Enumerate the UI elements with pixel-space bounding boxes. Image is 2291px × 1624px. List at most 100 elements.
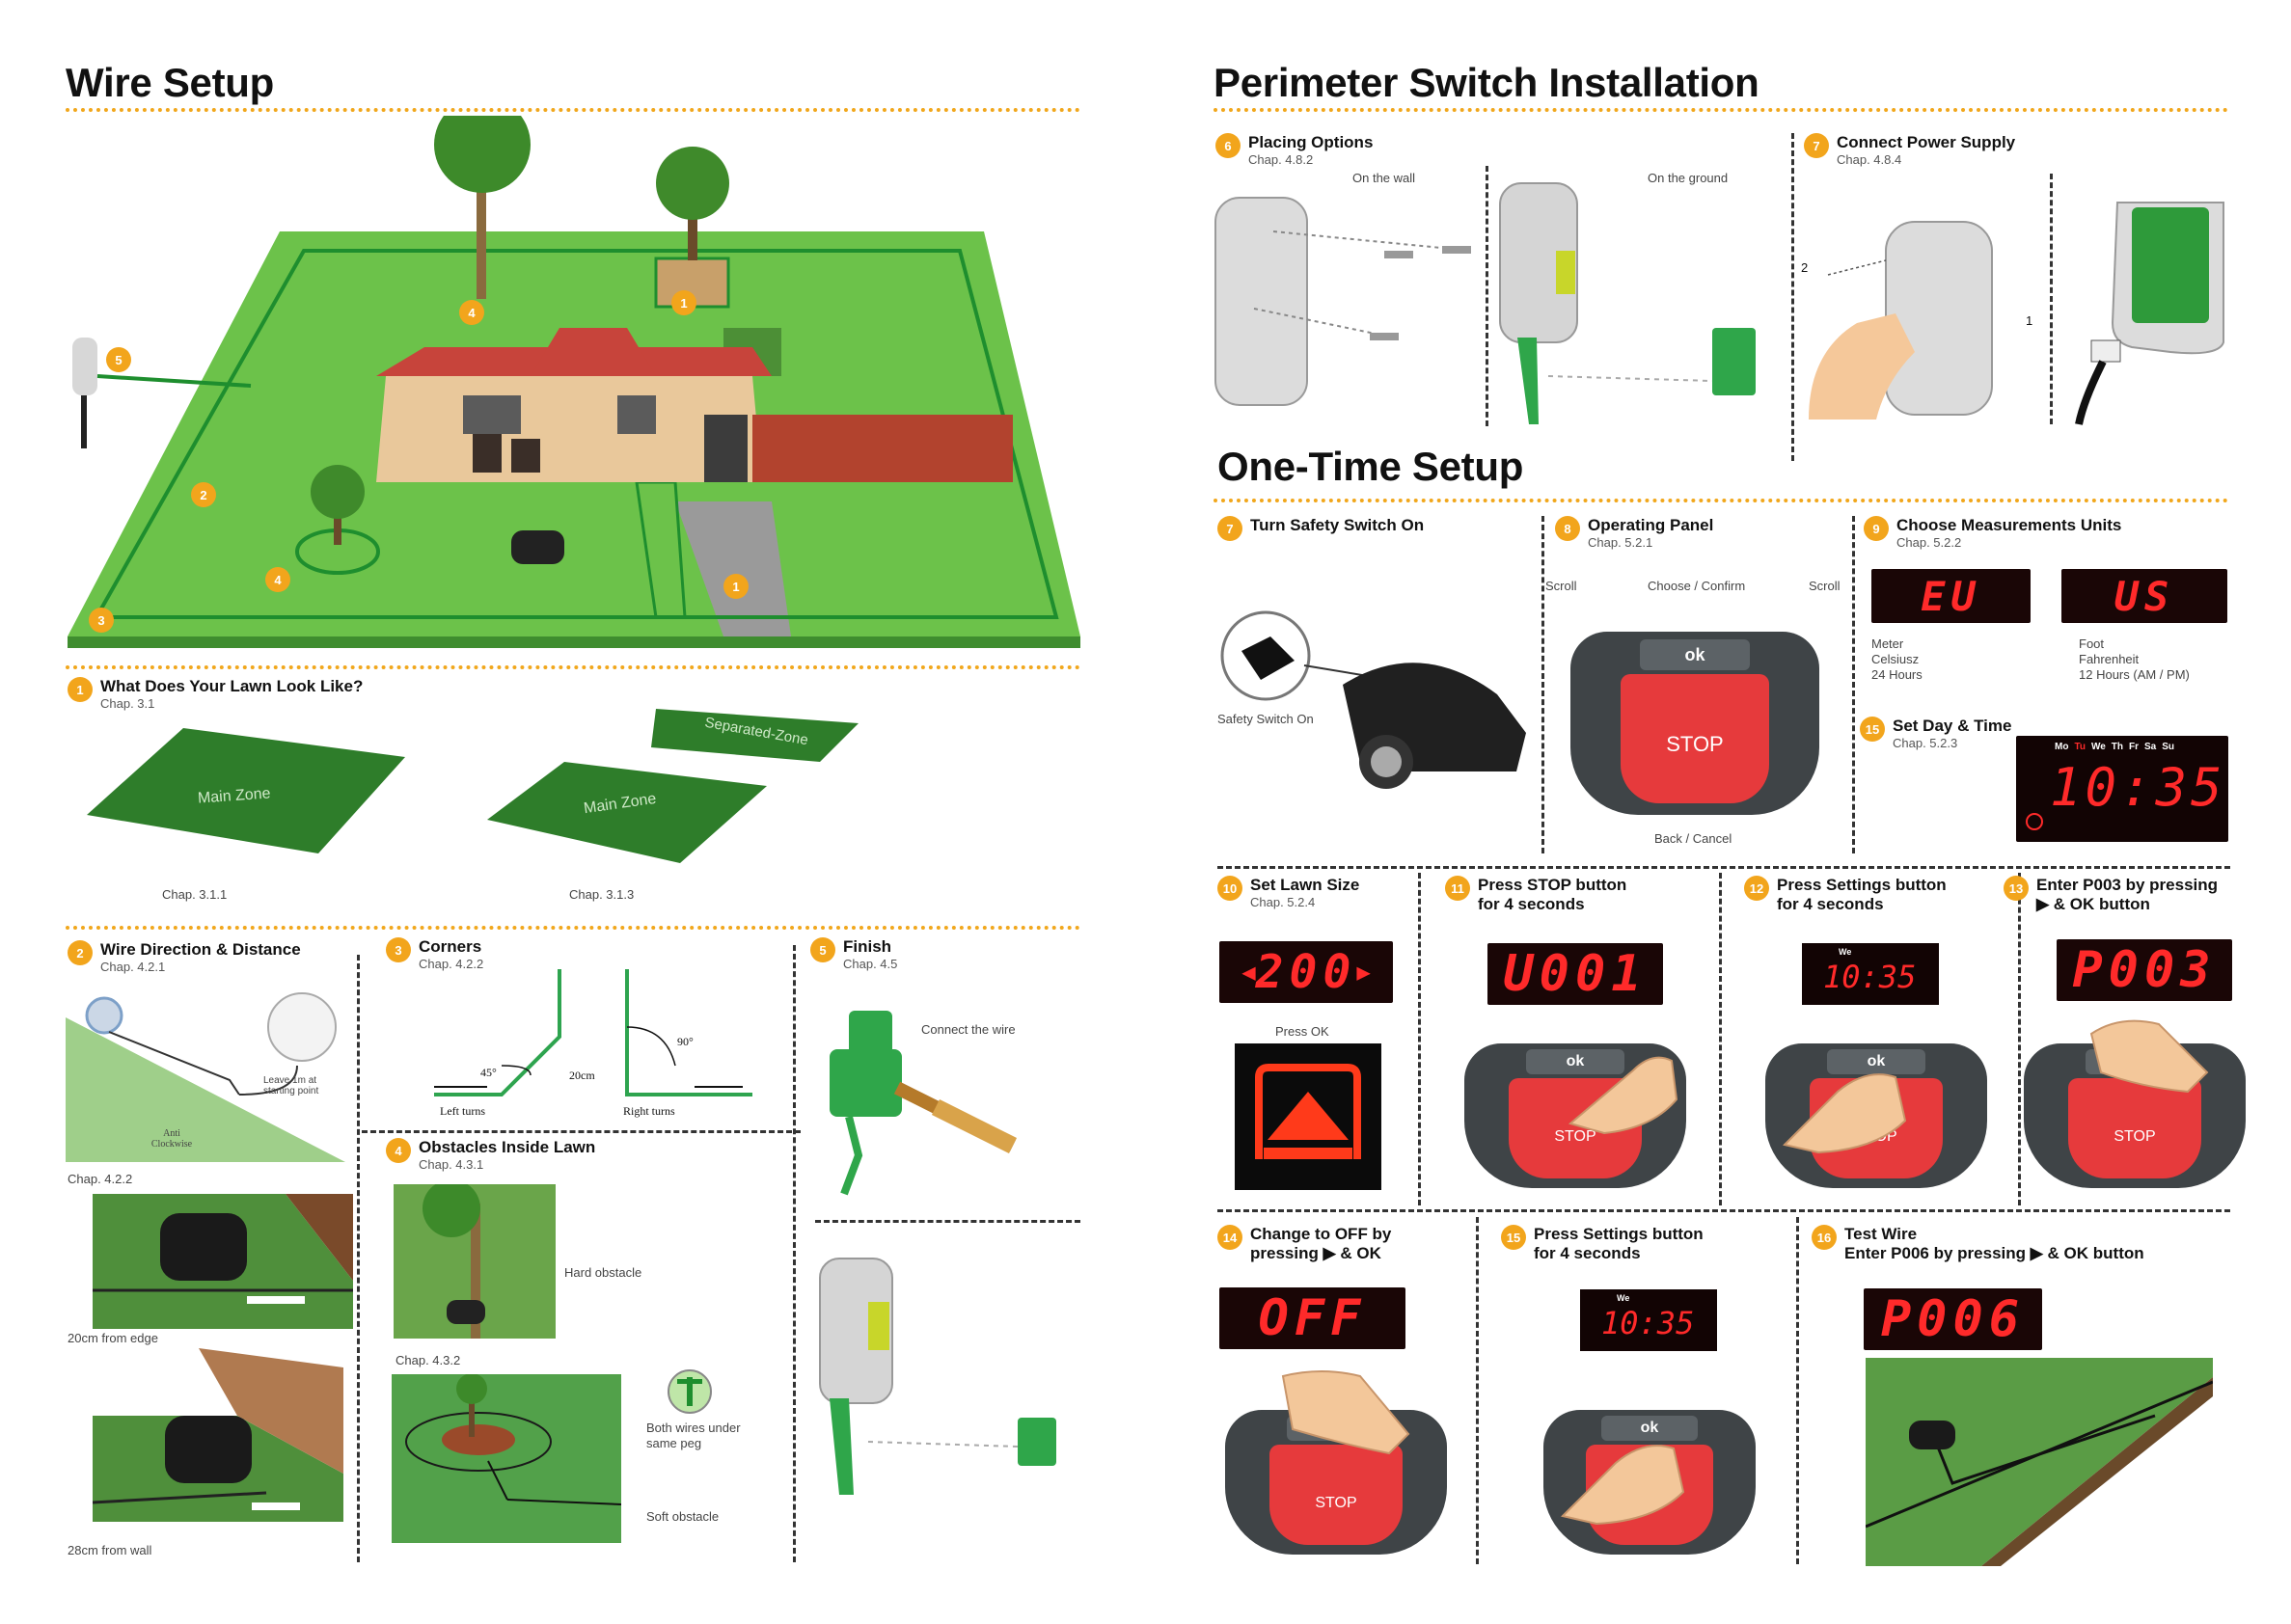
caption: Soft obstacle bbox=[646, 1509, 720, 1524]
divider bbox=[815, 1220, 1080, 1223]
step-number: 4 bbox=[386, 1138, 411, 1163]
step-3-header: 3 Corners Chap. 4.2.2 bbox=[386, 937, 483, 972]
step-10-header: 10 Set Lawn Size Chap. 5.2.4 bbox=[1217, 876, 1359, 910]
stop-button[interactable]: STOP bbox=[1621, 674, 1769, 803]
step-title: Set Day & Time bbox=[1893, 717, 2012, 735]
step-number: 9 bbox=[1864, 516, 1889, 541]
step-number: 7 bbox=[1804, 133, 1829, 158]
divider bbox=[2018, 873, 2021, 1205]
divider bbox=[1852, 516, 1855, 853]
caption: Scroll bbox=[1809, 579, 1841, 593]
divider bbox=[66, 926, 1080, 930]
right-arrow-icon: ▶ bbox=[1356, 959, 1371, 986]
wire-setup-title: Wire Setup bbox=[66, 60, 274, 105]
caption: Right turns bbox=[623, 1104, 675, 1118]
step-number: 7 bbox=[1217, 516, 1242, 541]
step-number: 14 bbox=[1217, 1225, 1242, 1250]
step-15-settings-header: 15 Press Settings button for 4 seconds bbox=[1501, 1225, 1704, 1263]
left-arrow-icon: ◀ bbox=[1241, 959, 1256, 986]
finger-press-icon bbox=[1783, 1073, 1907, 1154]
divider bbox=[1719, 873, 1722, 1205]
step-number: 6 bbox=[1215, 133, 1241, 158]
map-marker: 5 bbox=[106, 347, 131, 372]
test-wire-illustration bbox=[1866, 1358, 2213, 1566]
operating-panel: ok STOP bbox=[1225, 1370, 1447, 1555]
caption: Anti Clockwise bbox=[150, 1128, 193, 1150]
caption: Safety Switch On bbox=[1217, 712, 1314, 726]
step-title: Change to OFF by bbox=[1250, 1225, 1392, 1243]
day-label: We bbox=[1617, 1293, 1630, 1303]
stop-label: STOP bbox=[2114, 1128, 2156, 1145]
day-time-display: Mo Tu We Th Fr Sa Su 10:35 bbox=[2016, 736, 2228, 842]
display-off: OFF bbox=[1219, 1287, 1405, 1349]
step-title: Test Wire bbox=[1844, 1225, 1918, 1243]
step-14-header: 14 Change to OFF by pressing ▶ & OK bbox=[1217, 1225, 1391, 1263]
step-title-line2: pressing ▶ & OK bbox=[1250, 1244, 1381, 1262]
caption: 28cm from wall bbox=[68, 1543, 152, 1557]
step-9-header: 9 Choose Measurements Units Chap. 5.2.2 bbox=[1864, 516, 2121, 551]
step-title: Enter P003 by pressing bbox=[2036, 876, 2219, 894]
time-value: 10:35 bbox=[2050, 757, 2226, 818]
step-number: 3 bbox=[386, 937, 411, 962]
chapter-ref: Chap. 4.3.1 bbox=[419, 1157, 484, 1172]
caption: Chap. 4.2.2 bbox=[68, 1172, 133, 1186]
step-title: Choose Measurements Units bbox=[1896, 516, 2122, 534]
edge-distance-illustration bbox=[93, 1194, 353, 1329]
power-supply-illustration: 2 1 bbox=[1799, 217, 2035, 424]
caption: Scroll bbox=[1545, 579, 1577, 593]
ok-button[interactable]: ok bbox=[1827, 1049, 1925, 1074]
lawn-map-illustration: 4 1 5 2 4 1 3 bbox=[58, 116, 1090, 656]
divider bbox=[357, 955, 360, 1562]
step-16-header: 16 Test Wire Enter P006 by pressing ▶ & … bbox=[1812, 1225, 2144, 1263]
ok-button[interactable]: ok bbox=[1526, 1049, 1624, 1074]
main-zone-illustration: Main Zone bbox=[77, 718, 424, 863]
step-title: Connect Power Supply bbox=[1837, 133, 2016, 151]
ok-button[interactable]: ok bbox=[1601, 1416, 1698, 1441]
divider bbox=[1217, 1209, 2230, 1212]
display-us: US bbox=[2061, 569, 2227, 623]
step-title: Press Settings button bbox=[1777, 876, 1947, 894]
operating-panel: ok STOP bbox=[1464, 1043, 1686, 1188]
step-2-header: 2 Wire Direction & Distance Chap. 4.2.1 bbox=[68, 940, 301, 975]
step-title-line2: for 4 seconds bbox=[1777, 895, 1884, 913]
step-title: Placing Options bbox=[1248, 133, 1374, 151]
caption: Chap. 3.1.1 bbox=[162, 887, 228, 902]
ok-button[interactable]: ok bbox=[1640, 639, 1750, 670]
peg-icon bbox=[666, 1367, 714, 1416]
map-marker: 1 bbox=[671, 290, 696, 315]
chapter-ref: Chap. 4.2.1 bbox=[100, 960, 166, 974]
step-number: 5 bbox=[810, 937, 835, 962]
step-title: What Does Your Lawn Look Like? bbox=[100, 677, 364, 695]
stop-button[interactable]: STOP bbox=[2068, 1078, 2201, 1178]
step-1-header: 1 What Does Your Lawn Look Like? Chap. 3… bbox=[68, 677, 363, 712]
divider bbox=[66, 665, 1080, 669]
step-5-header: 5 Finish Chap. 4.5 bbox=[810, 937, 897, 972]
operating-panel: ok STOP bbox=[1543, 1410, 1756, 1555]
divider bbox=[2050, 174, 2053, 424]
divider bbox=[1214, 499, 2228, 502]
finger-press-icon bbox=[1568, 1056, 1678, 1135]
switch-ground-illustration bbox=[815, 1254, 1085, 1504]
caption: Choose / Confirm bbox=[1648, 579, 1746, 593]
wall-mount-illustration bbox=[1211, 193, 1490, 410]
step-number: 13 bbox=[2004, 876, 2029, 901]
caption: On the ground bbox=[1648, 171, 1729, 185]
day-row: Mo Tu We Th Fr Sa Su bbox=[2055, 742, 2174, 752]
operating-panel: ok STOP bbox=[2024, 1019, 2246, 1188]
display-p006: P006 bbox=[1864, 1288, 2042, 1350]
angle-label: 45° bbox=[480, 1066, 497, 1079]
step-number: 15 bbox=[1501, 1225, 1526, 1250]
chapter-ref: Chap. 4.5 bbox=[843, 957, 898, 971]
stop-label: STOP bbox=[1554, 1128, 1596, 1145]
ground-mount-illustration bbox=[1490, 178, 1780, 429]
display-lawn-size: ◀200▶ bbox=[1219, 941, 1393, 1003]
step-number: 16 bbox=[1812, 1225, 1837, 1250]
chapter-ref: Chap. 4.2.2 bbox=[419, 957, 484, 971]
display-eu: EU bbox=[1871, 569, 2031, 623]
step-7-power-header: 7 Connect Power Supply Chap. 4.8.4 bbox=[1804, 133, 2015, 168]
stop-button[interactable]: STOP bbox=[1269, 1445, 1403, 1545]
caption: On the wall bbox=[1352, 171, 1416, 185]
caption: Leave 1m at starting point bbox=[263, 1075, 319, 1096]
chapter-ref: Chap. 4.8.2 bbox=[1248, 152, 1314, 167]
clock-icon bbox=[2026, 813, 2043, 830]
